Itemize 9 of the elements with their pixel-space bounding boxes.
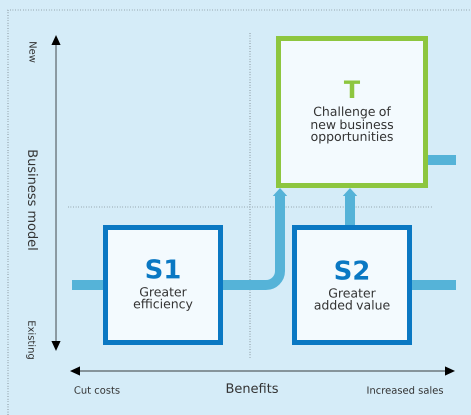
axis-label: Increased sales — [367, 386, 444, 394]
stage-box: S1 Greater efficiency — [103, 225, 223, 345]
axis-label: Benefits — [226, 383, 278, 394]
axis-label: Cut costs — [74, 386, 120, 394]
stage-box: T Challenge of new business opportunities — [276, 36, 428, 188]
axis-label: Existing — [26, 321, 36, 359]
axis-label: Business model — [28, 150, 38, 250]
stage-box: S2 Greater added value — [292, 225, 412, 345]
axis-label: New — [29, 42, 37, 62]
